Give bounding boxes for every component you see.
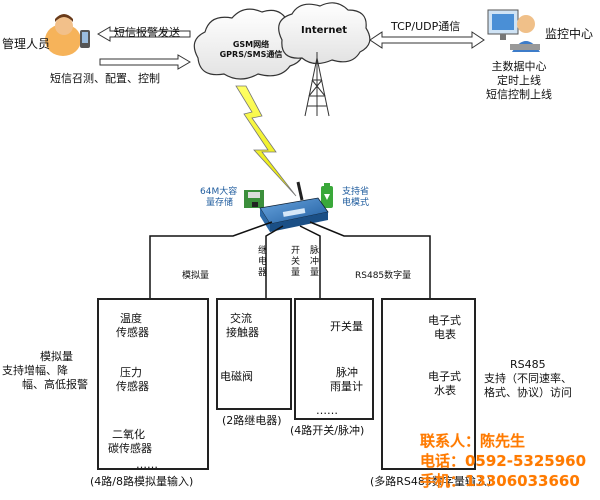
power-saving-icon xyxy=(321,183,333,208)
item-line: 传感器 xyxy=(116,326,149,339)
tcp-udp-label: TCP/UDP通信 xyxy=(391,20,461,33)
sms-control-arrow xyxy=(99,54,191,70)
item-line: 传感器 xyxy=(116,380,149,393)
monitor-center-label: 监控中心 xyxy=(545,27,594,41)
item-line: 二氧化 xyxy=(112,428,145,441)
storage-line: 64M大容 xyxy=(200,187,238,197)
pressure-sensor-label: 压力 传感器 xyxy=(116,366,149,394)
rtu-device-icon xyxy=(259,181,329,232)
item-line: 碳传感器 xyxy=(108,442,152,455)
item-line: 温度 xyxy=(120,312,142,325)
ac-contactor-label: 交流 接触器 xyxy=(226,312,259,340)
center-line: 短信控制上线 xyxy=(486,88,552,101)
rs485-box xyxy=(381,298,476,470)
switch-label: 开关量 xyxy=(330,320,363,333)
manager-person-icon xyxy=(45,14,90,56)
contact-person: 联系人：陈先生 xyxy=(420,432,526,450)
item-line: 脉冲 xyxy=(336,366,358,379)
branch-label-analog: 模拟量 xyxy=(182,271,210,281)
branch-label-rs485: RS485数字量 xyxy=(355,271,412,281)
rs485-description: RS485 支持（不同速率、 格式、协议）访问 xyxy=(484,358,572,400)
item-line: 压力 xyxy=(120,366,142,379)
antenna-tower-icon xyxy=(304,52,330,117)
item-line: 水表 xyxy=(434,384,456,397)
co2-sensor-label: 二氧化 碳传感器 xyxy=(108,428,152,456)
center-line: 主数据中心 xyxy=(491,60,547,73)
item-line: 交流 xyxy=(230,312,252,325)
power-saving-label: 支持省 电模式 xyxy=(342,187,369,209)
internet-label: Internet xyxy=(301,25,348,36)
rs485-desc-line: RS485 xyxy=(510,358,546,371)
sms-control-label: 短信召测、配置、控制 xyxy=(50,72,160,85)
electric-meter-label: 电子式 电表 xyxy=(428,314,461,342)
analog-input-box xyxy=(97,298,209,470)
branch-label-relay: 继电器 xyxy=(258,246,268,278)
branch-label-pulse: 脉冲量 xyxy=(310,246,320,278)
sms-alarm-arrow xyxy=(97,26,191,42)
item-line: 接触器 xyxy=(226,326,259,339)
storage-icon xyxy=(244,190,264,208)
manager-label: 管理人员 xyxy=(2,37,51,51)
solenoid-valve-label: 电磁阀 xyxy=(220,370,253,383)
contact-phone: 电话：0592-5325960 xyxy=(420,452,587,470)
power-line: 支持省 xyxy=(342,187,370,197)
item-line: 电子式 xyxy=(428,314,461,327)
tcp-double-arrow xyxy=(369,31,485,49)
pulse-rain-gauge-label: 脉冲 雨量计 xyxy=(330,366,363,394)
center-line: 定时上线 xyxy=(497,74,541,87)
internet-cloud xyxy=(278,2,371,65)
storage-label: 64M大容 量存储 xyxy=(200,187,237,209)
switch-more-dots: …… xyxy=(316,404,338,417)
monitor-center-icon xyxy=(487,9,540,52)
power-line: 电模式 xyxy=(342,198,370,208)
rs485-desc-line: 格式、协议）访问 xyxy=(484,386,572,399)
rs485-caption: (多路RS485数字量输入) xyxy=(370,475,492,489)
water-meter-label: 电子式 水表 xyxy=(428,370,461,398)
switch-pulse-box xyxy=(294,298,374,420)
item-line: 电表 xyxy=(434,328,456,341)
branch-label-switch: 开关量 xyxy=(291,246,301,278)
analog-desc-line: 幅、高低报警 xyxy=(22,378,88,391)
item-line: 雨量计 xyxy=(330,380,363,393)
sms-alarm-label: 短信报警发送 xyxy=(114,26,180,39)
analog-desc-line: 模拟量 xyxy=(40,350,73,363)
gprs-sms-label: GPRS/SMS通信 xyxy=(219,50,283,59)
relay-caption: (2路继电器) xyxy=(222,414,282,428)
gsm-network-label: GSM网络 xyxy=(232,40,270,49)
connection-lines xyxy=(149,221,431,300)
analog-more-dots: …… xyxy=(136,458,158,471)
switch-caption: (4路开关/脉冲) xyxy=(290,424,365,438)
lightning-bolt-icon xyxy=(235,85,297,197)
analog-desc-line: 支持增幅、降 xyxy=(2,364,68,377)
rs485-desc-line: 支持（不同速率、 xyxy=(484,372,572,385)
analog-description: 模拟量 支持增幅、降 幅、高低报警 xyxy=(2,350,88,392)
item-line: 电子式 xyxy=(428,370,461,383)
gsm-cloud-text: GSM网络 GPRS/SMS通信 xyxy=(214,40,288,60)
analog-caption: (4路/8路模拟量输入) xyxy=(90,475,194,489)
relay-box xyxy=(216,298,292,410)
temperature-sensor-label: 温度 传感器 xyxy=(116,312,149,340)
storage-line: 量存储 xyxy=(206,198,234,208)
contact-mobile: 手机：13306033660 xyxy=(420,472,580,490)
data-center-info: 主数据中心 定时上线 短信控制上线 xyxy=(470,60,568,102)
